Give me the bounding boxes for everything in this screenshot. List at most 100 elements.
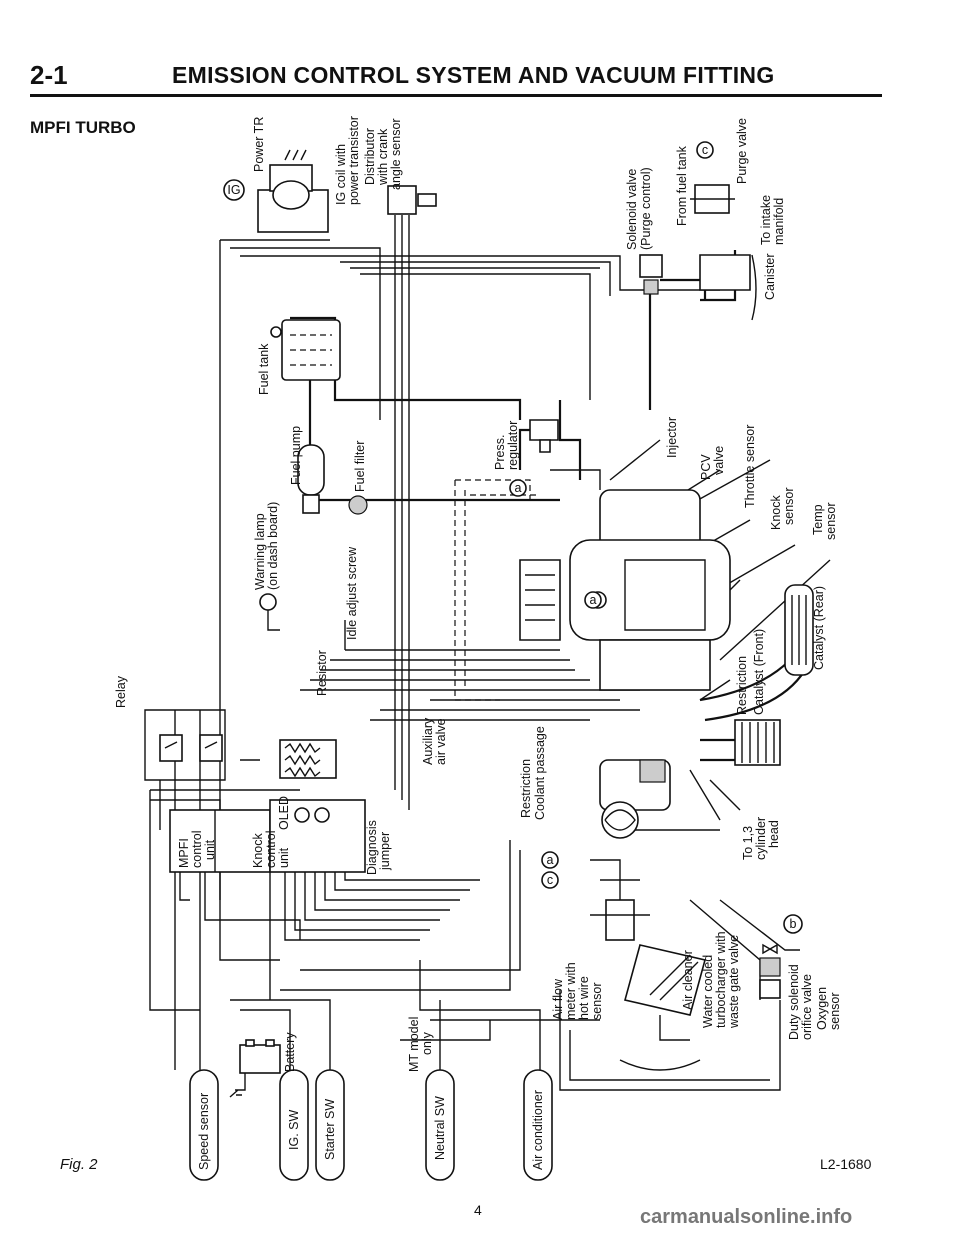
header-rule [30,94,882,97]
knock-control-unit-icon [269,799,366,873]
resistor-icon [279,739,337,779]
mt-model-label-1: MT model [407,1017,421,1072]
pcv-label-2: valve [712,446,726,475]
knock-sensor-label-2: sensor [782,487,796,525]
neutral-sw-label: Neutral SW [433,1096,447,1160]
watermark: carmanualsonline.info [640,1206,853,1228]
mpfi-unit-label-3: unit [203,839,217,860]
ref-a-left-label: a [515,481,522,495]
distributor-label-1: Distributor [363,128,377,185]
restriction-top-label: Restriction [735,656,749,715]
oxygen-sensor-label-2: sensor [828,992,842,1030]
mpfi-control-unit-icon [169,809,271,873]
ref-b-label: b [790,917,797,931]
ig-sw-label: IG. SW [287,1110,301,1150]
duty-solenoid-label-2: orifice valve [800,974,814,1040]
air-cleaner-icon [624,944,706,1041]
relay-icon [159,734,223,762]
neutral-sw-capsule [425,1069,455,1181]
section-number: 2-1 [30,60,68,90]
figure-caption: Fig. 2 [60,1156,98,1173]
pcv-label-1: PCV [699,454,713,480]
canister-icon [699,254,757,321]
catalyst-rear-icon [784,584,814,676]
turbo-label-1: Water cooled [701,955,715,1028]
duty-solenoid-icon [759,943,781,999]
to13-label-2: cylinder [754,817,768,860]
oled-label: OLED [277,796,291,830]
relay-label: Relay [114,675,128,708]
knock-sensor-label-1: Knock [769,495,783,530]
knock-unit-label-3: unit [277,847,291,868]
page-number: 4 [474,1202,482,1218]
ref-a-mid-marker [584,591,602,609]
battery-label: Battery [283,1032,297,1072]
ref-c-bottom-marker [541,871,559,889]
throttle-sensor-label: Throttle sensor [743,425,757,508]
page-title: EMISSION CONTROL SYSTEM AND VACUUM FITTI… [172,62,775,88]
page-header: 2-1 EMISSION CONTROL SYSTEM AND VACUUM F… [30,58,882,98]
diagnosis-label-2: jumper [378,832,392,871]
restriction-mid-label: Restriction [519,759,533,818]
ig-coil-icon [257,149,329,233]
power-tr-label: Power TR [252,117,266,172]
engine-icon [519,489,731,691]
ref-a-bottom-label: a [547,853,554,867]
knock-unit-label-1: Knock [251,833,265,868]
press-regulator-label-2: regulator [506,421,520,470]
pressure-regulator-icon [529,419,559,453]
temp-sensor-label-1: Temp [811,504,825,535]
mpfi-unit-label-2: control [190,830,204,868]
warning-lamp-icon [259,593,280,631]
fuel-pump-icon [297,444,325,514]
auxiliary-label-2: air valve [434,718,448,765]
warning-lamp-label-2: (on dash board) [266,502,280,590]
distributor-label-3: angle sensor [389,118,403,190]
ref-c-top-label: c [702,143,708,157]
air-flow-label-4: sensor [590,982,604,1020]
from-fuel-tank-label: From fuel tank [675,145,689,226]
speed-sensor-label: Speed sensor [197,1093,211,1170]
fuel-pump-label: Fuel pump [289,426,303,485]
turbo-label-3: waste gate valve [727,935,741,1029]
ref-c-top-marker [696,141,714,159]
starter-sw-label: Starter SW [323,1099,337,1160]
ref-b-marker [783,914,803,934]
ig-sw-capsule [279,1069,309,1181]
distributor-icon [387,185,437,215]
starter-sw-capsule [315,1069,345,1181]
injector-label: Injector [665,417,679,458]
diagram-subtitle: MPFI TURBO [30,118,136,137]
air-flow-label-1: Air flow [551,978,565,1020]
air-flow-meter-icon [590,899,650,941]
coolant-passage-label: Coolant passage [533,726,547,820]
warning-lamp-label-1: Warning lamp [253,513,267,590]
ig-symbol-label: IG [227,183,240,197]
ref-c-bottom-label: c [547,873,553,887]
press-regulator-label-1: Press. [493,435,507,470]
ig-coil-label-2: power transistor [347,116,361,205]
ref-a-bottom-marker [541,851,559,869]
turbo-label-2: turbocharger with [714,931,728,1028]
canister-label: Canister [763,253,777,300]
distributor-label-2: with crank [376,128,390,186]
catalyst-front-label: Catalyst (Front) [752,629,766,715]
to-intake-label-2: manifold [772,198,786,245]
ig-symbol [223,179,245,201]
oxygen-sensor-label-1: Oxygen [815,987,829,1030]
knock-unit-label-2: control [264,830,278,868]
fuel-tank-icon [270,319,341,381]
purge-valve-label: Purge valve [735,118,749,184]
fuel-filter-icon [348,495,368,515]
figure-code: L2-1680 [820,1156,872,1172]
resistor-label: Resistor [315,650,329,696]
catalyst-front-icon [734,719,781,766]
ref-a-left-marker [509,479,527,497]
air-flow-label-2: meter with [564,962,578,1020]
auxiliary-label-1: Auxiliary [421,717,435,765]
speed-sensor-capsule [189,1069,219,1181]
air-conditioner-capsule [523,1069,553,1181]
air-flow-label-3: hot wire [577,976,591,1020]
solenoid-valve-label-2: (Purge control) [639,167,653,250]
mt-model-label-2: only [420,1031,434,1055]
